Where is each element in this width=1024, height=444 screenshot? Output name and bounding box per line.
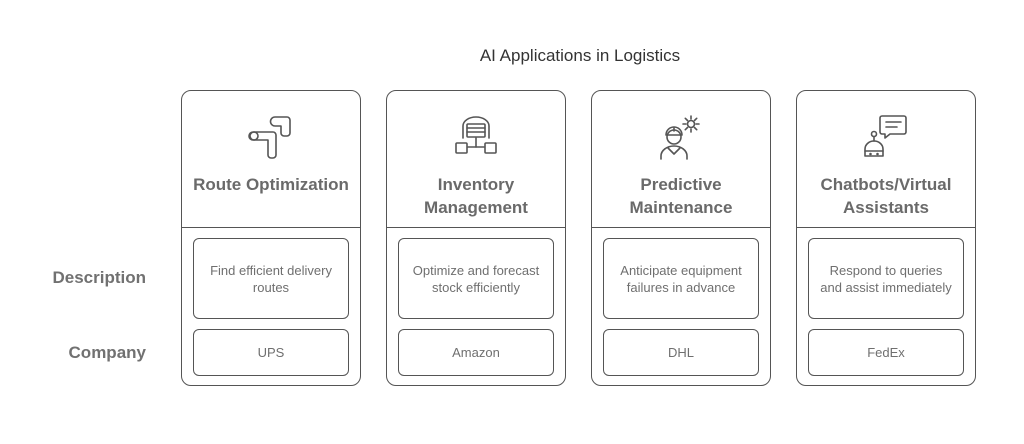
card-divider	[182, 227, 360, 228]
worker-gear-icon	[655, 111, 707, 163]
row-label-company: Company	[68, 343, 146, 362]
card-predictive-maintenance: Predictive Maintenance Anticipate equipm…	[591, 90, 771, 386]
row-label-description: Description	[52, 268, 146, 287]
chatbot-icon	[860, 111, 912, 163]
card-title: Route Optimization	[193, 175, 349, 194]
company-box: FedEx	[808, 329, 964, 376]
description-box: Anticipate equipment failures in advance	[603, 238, 759, 319]
route-icon	[245, 111, 297, 163]
card-inventory-management: Inventory Management Optimize and foreca…	[386, 90, 566, 386]
card-chatbots-virtual-assistants: Chatbots/Virtual Assistants Respond to q…	[796, 90, 976, 386]
card-title: Inventory Management	[424, 175, 528, 217]
card-divider	[387, 227, 565, 228]
description-box: Find efficient delivery routes	[193, 238, 349, 319]
card-divider	[797, 227, 975, 228]
card-divider	[592, 227, 770, 228]
card-route-optimization: Route Optimization Find efficient delive…	[181, 90, 361, 386]
company-box: UPS	[193, 329, 349, 376]
description-box: Optimize and forecast stock efficiently	[398, 238, 554, 319]
warehouse-icon	[450, 111, 502, 163]
card-title: Predictive Maintenance	[629, 175, 733, 217]
company-box: Amazon	[398, 329, 554, 376]
card-title: Chatbots/Virtual Assistants	[820, 175, 952, 217]
description-box: Respond to queries and assist immediatel…	[808, 238, 964, 319]
company-box: DHL	[603, 329, 759, 376]
diagram-title: AI Applications in Logistics	[479, 46, 681, 65]
